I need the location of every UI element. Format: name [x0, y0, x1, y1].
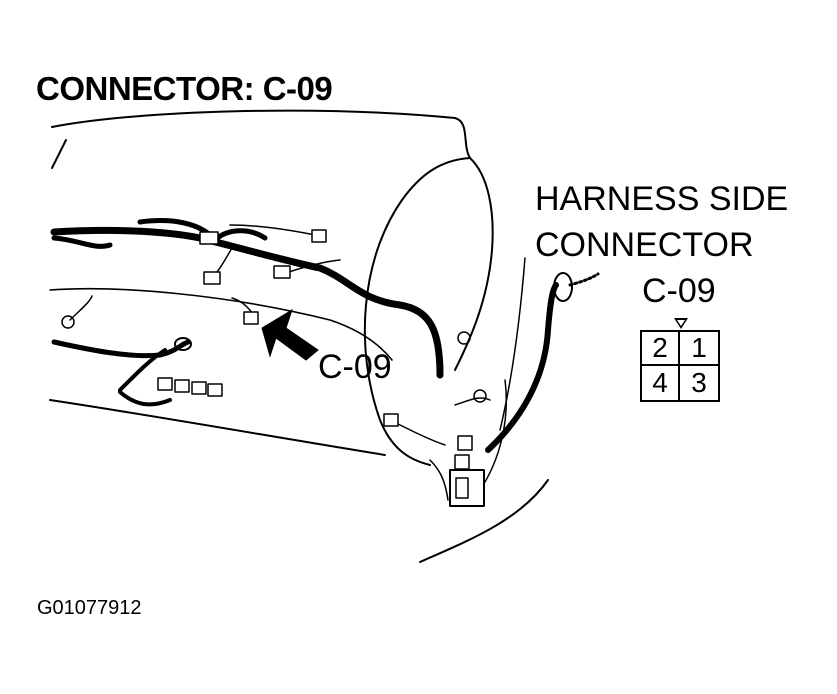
ring-terminal [61, 315, 75, 329]
small-connector [243, 311, 259, 325]
harness-branch-left [51, 235, 113, 249]
wire-9 [499, 257, 526, 431]
callout-label: C-09 [318, 348, 392, 386]
lower-harness-2 [118, 348, 167, 392]
lower-harness-3 [118, 390, 172, 407]
pin-cell: 4 [642, 366, 680, 400]
harness-clip [174, 337, 192, 351]
small-connector [207, 383, 223, 397]
main-harness [50, 226, 444, 379]
ring-terminal [473, 389, 487, 403]
wire-1 [229, 224, 316, 236]
lower-harness [51, 339, 191, 359]
small-connector [454, 454, 470, 470]
pin-cell: 1 [680, 332, 718, 366]
grommet-harness [485, 282, 559, 453]
wire-4 [69, 295, 93, 321]
wire-6 [429, 459, 449, 501]
callout-arrow [261, 308, 319, 361]
dash-left-tick [51, 139, 67, 169]
dash-notch [401, 157, 471, 201]
small-connector [174, 379, 190, 393]
dash-mid-line [49, 287, 393, 361]
connector-pin-layout: 2 1 4 3 [640, 330, 720, 402]
junction-block-inner [455, 477, 469, 499]
small-connector [311, 229, 327, 243]
small-connector [199, 231, 219, 245]
figure-id: G01077912 [37, 597, 142, 619]
pin-cell: 3 [691, 367, 707, 398]
pin-cell: 2 [642, 332, 680, 366]
dash-side-curve [363, 199, 431, 466]
harness-side-label: HARNESS SIDE [535, 180, 789, 218]
small-connector [203, 271, 221, 285]
connector-id-label: C-09 [642, 272, 716, 310]
dash-lower-line [49, 399, 386, 456]
small-connector [457, 435, 473, 451]
connector-key-mark [674, 318, 688, 329]
grommet-tail [568, 272, 600, 287]
diagram-title: CONNECTOR: C-09 [36, 70, 333, 107]
small-connector [191, 381, 207, 395]
connector-label: CONNECTOR [535, 226, 754, 264]
dash-bottom-curve [419, 479, 549, 563]
dash-top-edge [51, 109, 471, 159]
small-connector [273, 265, 291, 279]
ring-terminal [457, 331, 471, 345]
grommet [553, 272, 573, 302]
small-connector [383, 413, 399, 427]
dash-front-edge [454, 157, 494, 371]
small-connector [157, 377, 173, 391]
